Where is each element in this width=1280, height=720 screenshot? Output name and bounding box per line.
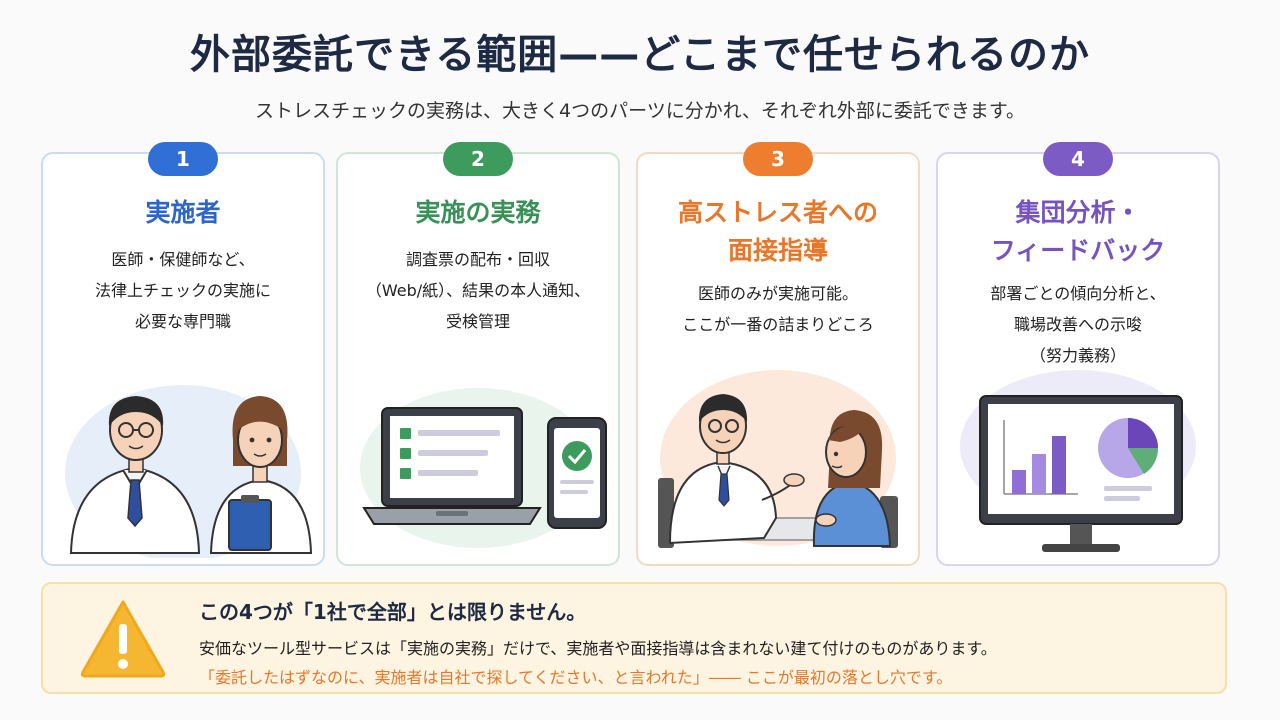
card-group-analysis: 4 集団分析・ フィードバック 部署ごとの傾向分析と、 職場改善への示唆 （努力…	[936, 142, 1220, 566]
doctor-interview-illustration	[658, 370, 898, 548]
card-title: 集団分析・ フィードバック	[990, 198, 1166, 265]
page-title: 外部委託できる範囲——どこまで任せられるのか	[190, 32, 1090, 78]
analytics-monitor-illustration	[960, 370, 1196, 552]
card-operations: 2 実施の実務 調査票の配布・回収 （Web/紙）、結果の本人通知、 受検管理	[336, 142, 620, 566]
card-description: 医師・保健師など、 法律上チェックの実施に 必要な専門職	[94, 250, 271, 331]
laptop-and-phone-illustration	[360, 388, 607, 548]
warning-body: 安価なツール型サービスは「実施の実務」だけで、実施者や面接指導は含まれない建て付…	[199, 639, 997, 658]
warning-callout: この4つが「1社で全部」とは限りません。 安価なツール型サービスは「実施の実務」…	[41, 582, 1227, 694]
card-description: 調査票の配布・回収 （Web/紙）、結果の本人通知、 受検管理	[365, 250, 591, 331]
card-title: 実施者	[145, 198, 221, 227]
warning-title: この4つが「1社で全部」とは限りません。	[199, 600, 587, 624]
warning-quote: 「委託したはずなのに、実施者は自社で探してください、と言われた」―― ここが最初…	[199, 668, 953, 687]
card-title: 高ストレス者への 面接指導	[677, 198, 878, 265]
card-number-badge: 4	[1043, 142, 1113, 176]
doctor-and-nurse-illustration	[65, 385, 313, 558]
page-subtitle: ストレスチェックの実務は、大きく4つのパーツに分かれ、それぞれ外部に委託できます…	[254, 100, 1025, 122]
card-number-badge: 3	[743, 142, 813, 176]
card-number-badge: 2	[443, 142, 513, 176]
card-description: 部署ごとの傾向分析と、 職場改善への示唆 （努力義務）	[990, 284, 1166, 365]
card-title: 実施の実務	[415, 198, 541, 227]
card-description: 医師のみが実施可能。 ここが一番の詰まりどころ	[682, 284, 874, 334]
warning-triangle-icon	[80, 600, 166, 678]
card-implementer: 1 実施者 医師・保健師など、 法律上チェックの実施に 必要な専門職	[41, 142, 325, 566]
card-number-badge: 1	[148, 142, 218, 176]
card-interview-guidance: 3 高ストレス者への 面接指導 医師のみが実施可能。 ここが一番の詰まりどころ	[636, 142, 920, 566]
